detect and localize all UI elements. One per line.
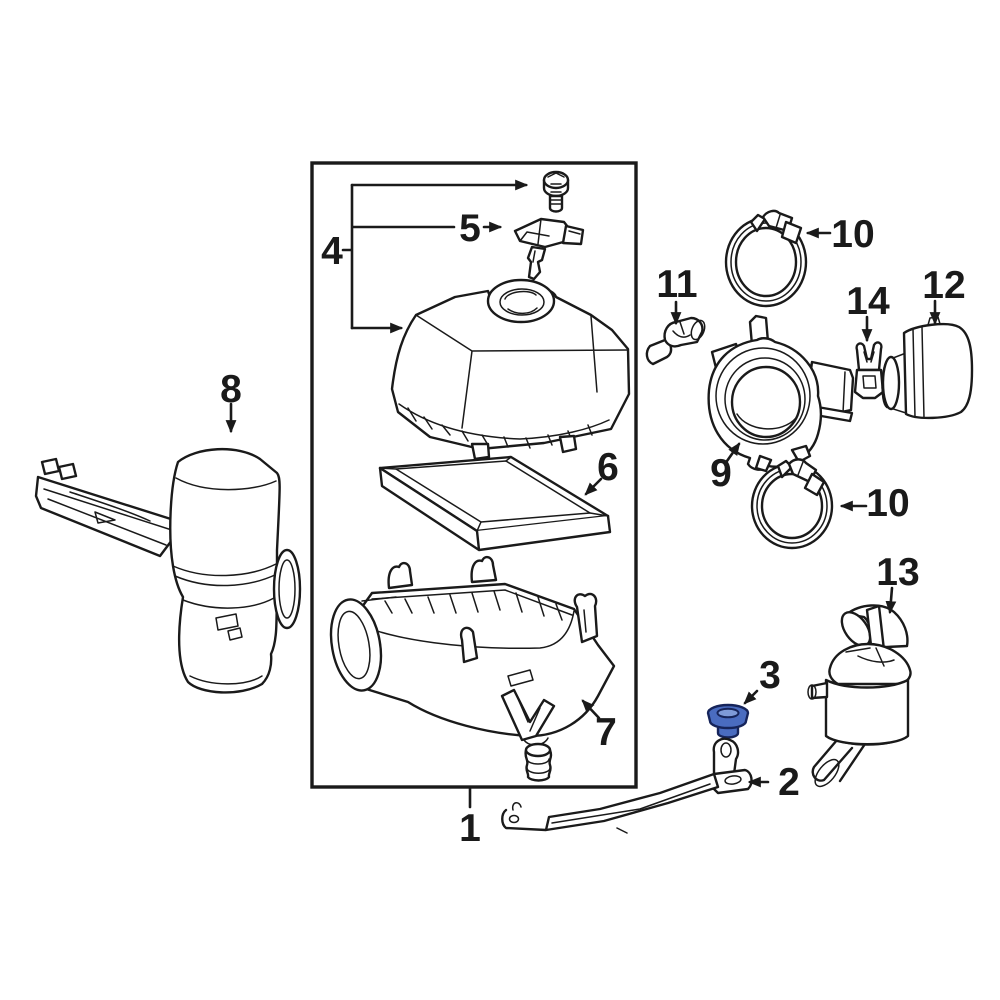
callout-4: 4 — [321, 179, 529, 334]
hose-clamp-upper — [724, 209, 808, 308]
callout-9: 9 — [710, 442, 741, 495]
sensor-clip — [853, 341, 891, 400]
callout-number-14: 14 — [846, 280, 890, 323]
callout-12: 12 — [922, 264, 966, 326]
callout-number-10-lower: 10 — [866, 482, 909, 525]
callout-1: 1 — [459, 786, 481, 850]
callout-7: 7 — [581, 699, 617, 754]
elbow-connector — [645, 316, 706, 366]
callout-number-6: 6 — [597, 446, 619, 489]
mass-air-flow-sensor — [513, 217, 585, 286]
callout-number-10-upper: 10 — [831, 213, 874, 256]
air-intake-hose — [707, 314, 855, 473]
air-cleaner-lower-case — [329, 555, 616, 782]
callout-number-9: 9 — [710, 452, 732, 495]
air-cleaner-cap — [390, 278, 631, 461]
callout-number-11: 11 — [656, 263, 697, 306]
callout-3: 3 — [743, 654, 781, 705]
callout-10-upper: 10 — [805, 213, 875, 256]
callout-11: 11 — [656, 263, 698, 326]
bolt — [542, 170, 570, 213]
callout-2: 2 — [747, 761, 800, 804]
callout-10-lower: 10 — [839, 482, 910, 525]
callout-number-5: 5 — [459, 207, 481, 250]
callout-number-3: 3 — [759, 654, 781, 697]
callout-number-8: 8 — [220, 368, 242, 411]
air-filter-element — [378, 455, 612, 552]
assembly-frame-box — [310, 161, 638, 789]
callout-13: 13 — [876, 551, 920, 615]
callout-number-4: 4 — [321, 230, 343, 273]
callout-number-7: 7 — [595, 711, 617, 754]
air-inlet-duct — [34, 448, 302, 694]
resonator — [807, 604, 912, 788]
support-bracket — [501, 737, 753, 834]
grommet-highlighted — [706, 703, 750, 739]
callout-number-13: 13 — [876, 551, 919, 594]
callout-8: 8 — [220, 368, 242, 434]
callout-6: 6 — [584, 446, 619, 496]
callout-number-12: 12 — [922, 264, 965, 307]
air-inlet-adapter — [881, 316, 974, 420]
callout-5: 5 — [459, 207, 503, 250]
callout-14: 14 — [846, 280, 890, 343]
callout-number-2: 2 — [778, 761, 800, 804]
hose-clamp-lower — [750, 458, 834, 550]
callout-number-1: 1 — [459, 807, 481, 850]
